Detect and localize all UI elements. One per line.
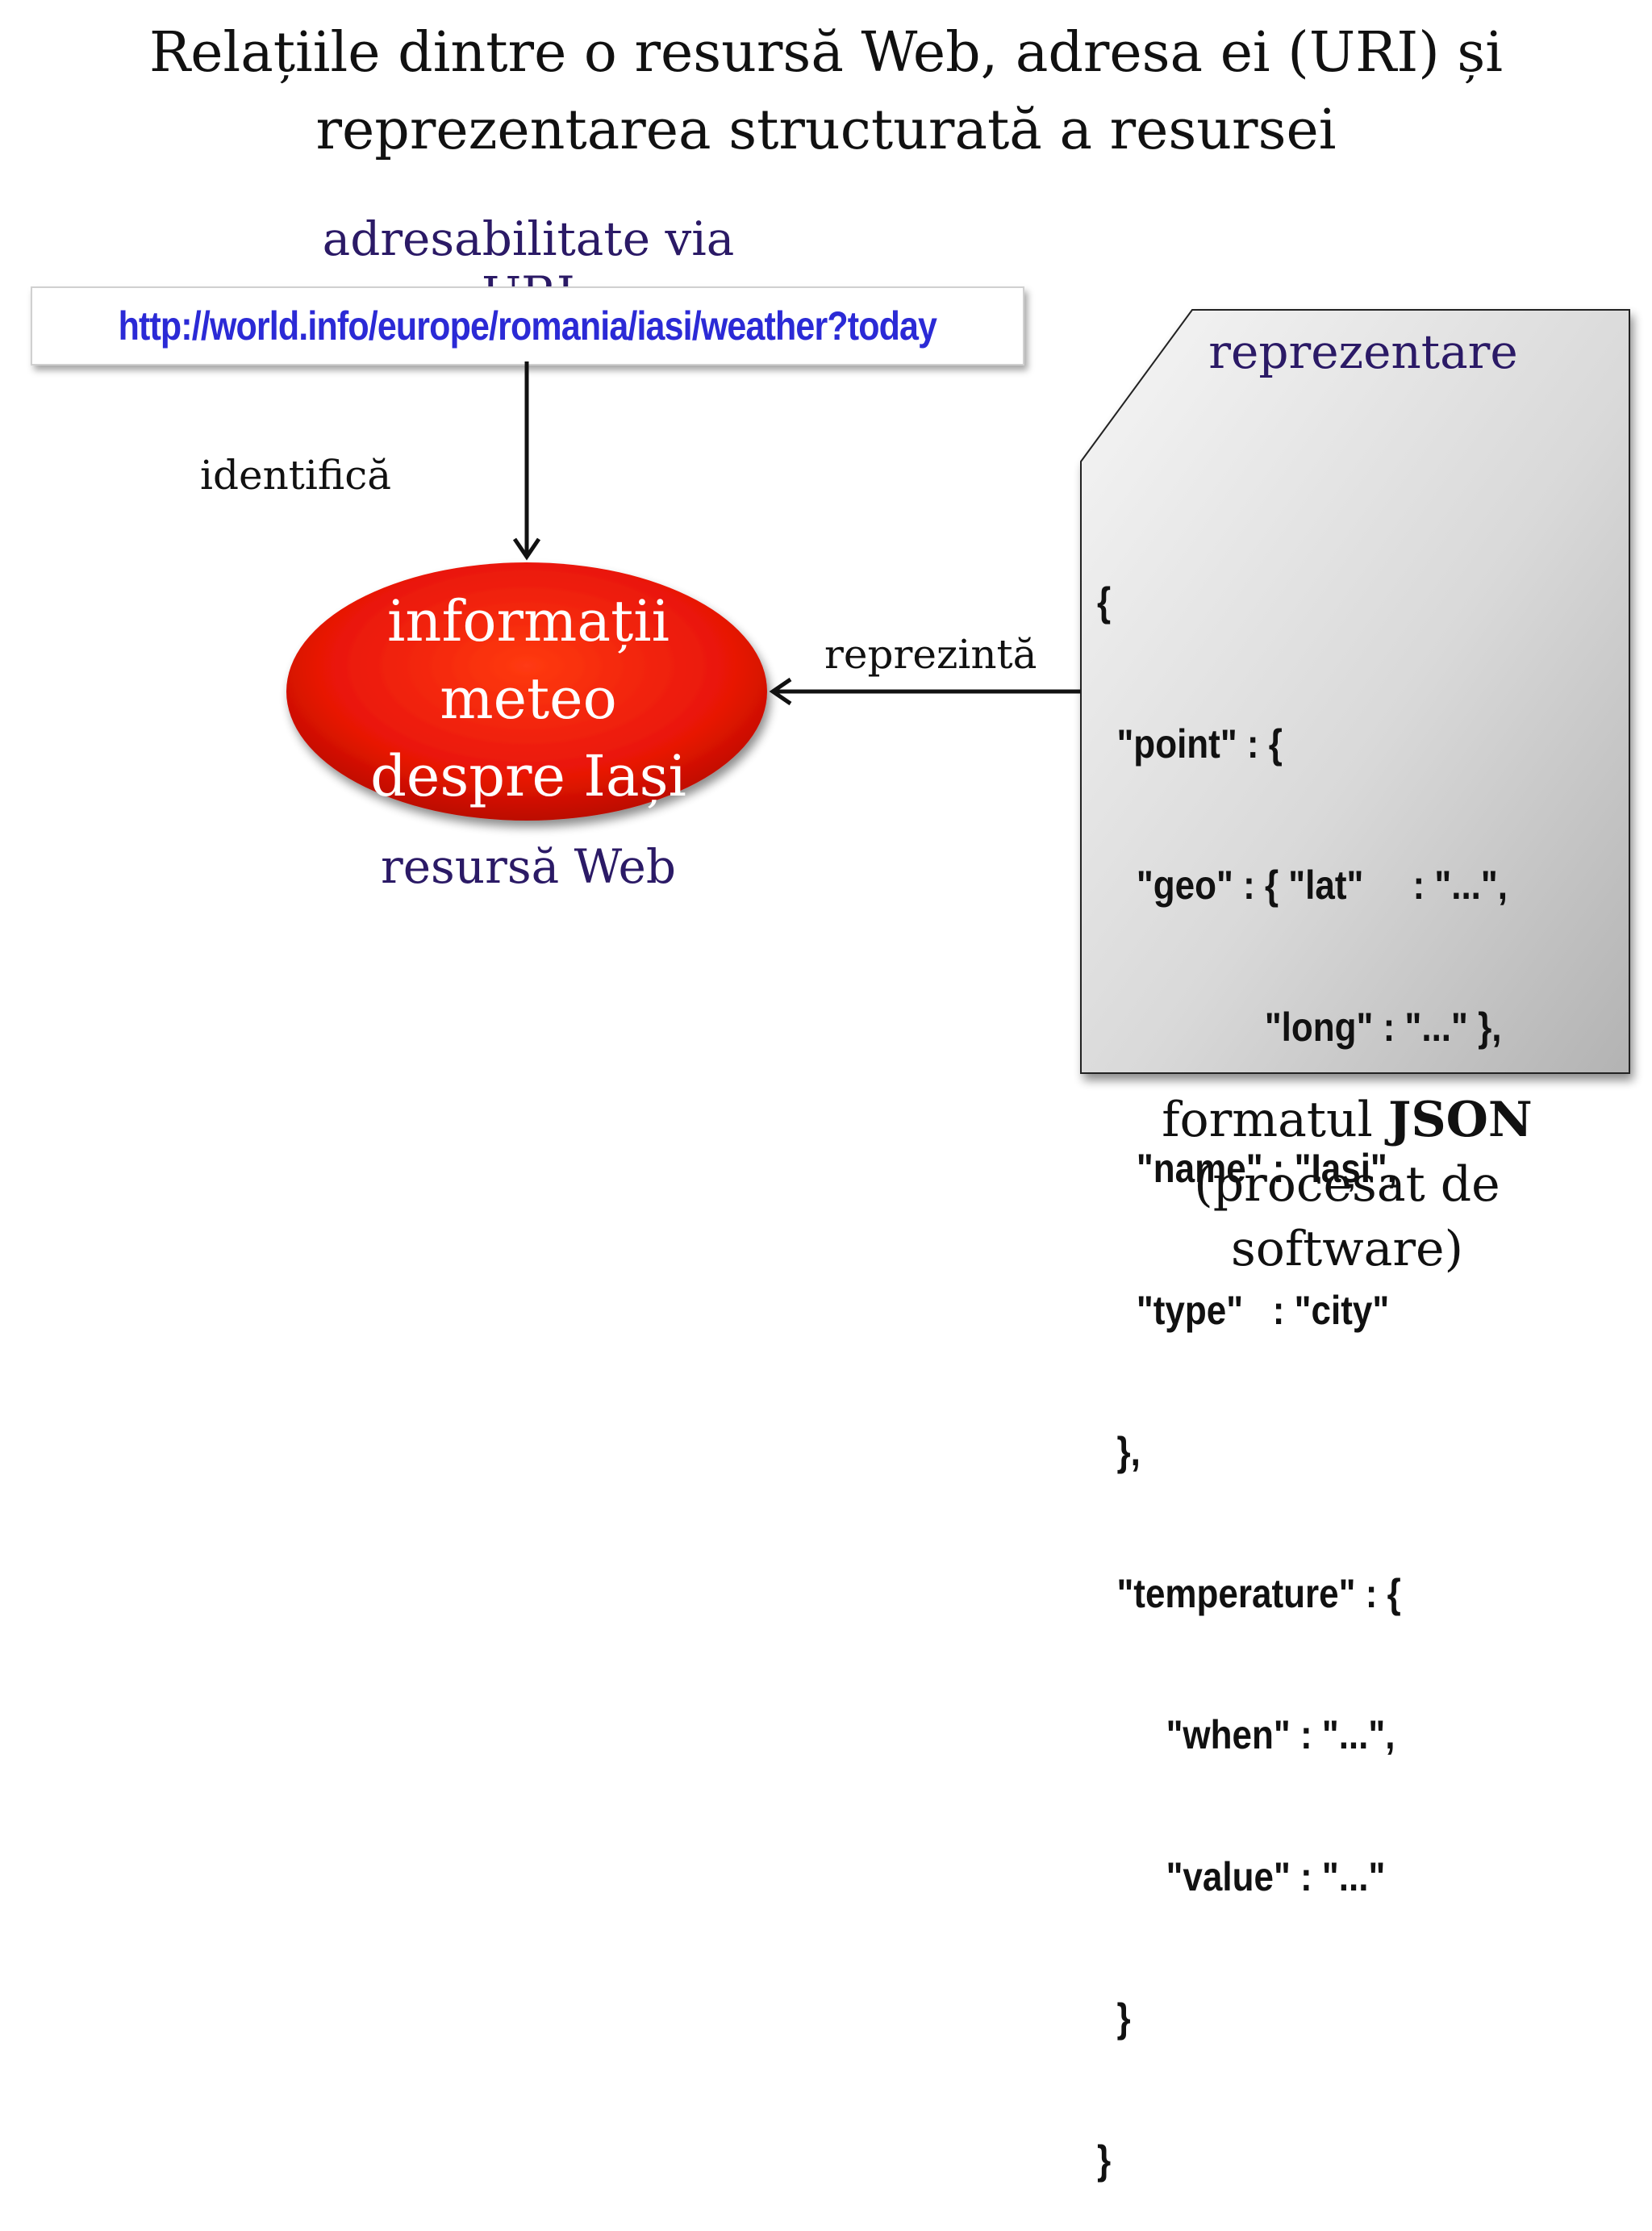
resource-label: informații meteo despre Iași xyxy=(290,583,766,815)
format-prefix: formatul xyxy=(1162,1092,1388,1148)
uri-text: http://world.info/europe/romania/iasi/we… xyxy=(118,303,937,349)
diagram-graphics xyxy=(286,309,1630,1074)
resource-caption: resursă Web xyxy=(380,839,676,894)
resource-ellipse xyxy=(286,562,767,821)
representation-header: reprezentare xyxy=(1208,324,1518,379)
format-name: JSON xyxy=(1387,1092,1533,1148)
code-line: "value" : "..." xyxy=(1097,1853,1386,1899)
code-line: "long" : "..." }, xyxy=(1097,1004,1502,1050)
identifies-arrow-head xyxy=(512,537,541,561)
code-line: }, xyxy=(1097,1429,1141,1474)
json-code-block: { "point" : { "geo" : { "lat" : "...", "… xyxy=(1097,484,1508,2231)
title-line-2: reprezentarea structurată a resursei xyxy=(315,98,1337,162)
code-line: "type" : "city" xyxy=(1097,1287,1390,1333)
code-line: } xyxy=(1097,2137,1112,2183)
resource-line: despre Iași xyxy=(370,743,686,809)
representation-document xyxy=(1080,309,1630,1074)
page-title: Relațiile dintre o resursă Web, adresa e… xyxy=(0,15,1652,169)
identifies-label: identifică xyxy=(200,452,392,499)
format-caption: formatul JSON (procesat de software) xyxy=(1073,1088,1621,1281)
format-line: formatul JSON xyxy=(1073,1088,1621,1152)
code-line: "name" : "Iași", xyxy=(1097,1146,1398,1191)
code-line: "temperature" : { xyxy=(1097,1570,1401,1616)
code-line: "point" : { xyxy=(1097,721,1283,767)
represents-arrow-head xyxy=(769,677,792,706)
title-line-1: Relațiile dintre o resursă Web, adresa e… xyxy=(149,21,1503,85)
code-line: "geo" : { "lat" : "...", xyxy=(1097,863,1508,908)
code-line: } xyxy=(1097,1995,1131,2041)
code-line: "when" : "...", xyxy=(1097,1712,1395,1757)
uri-box: http://world.info/europe/romania/iasi/we… xyxy=(31,286,1024,366)
resource-line: meteo xyxy=(440,666,617,732)
format-note: (procesat de software) xyxy=(1194,1156,1500,1277)
resource-line: informații xyxy=(387,588,670,654)
represents-label: reprezintă xyxy=(824,631,1037,678)
code-line: { xyxy=(1097,579,1112,625)
